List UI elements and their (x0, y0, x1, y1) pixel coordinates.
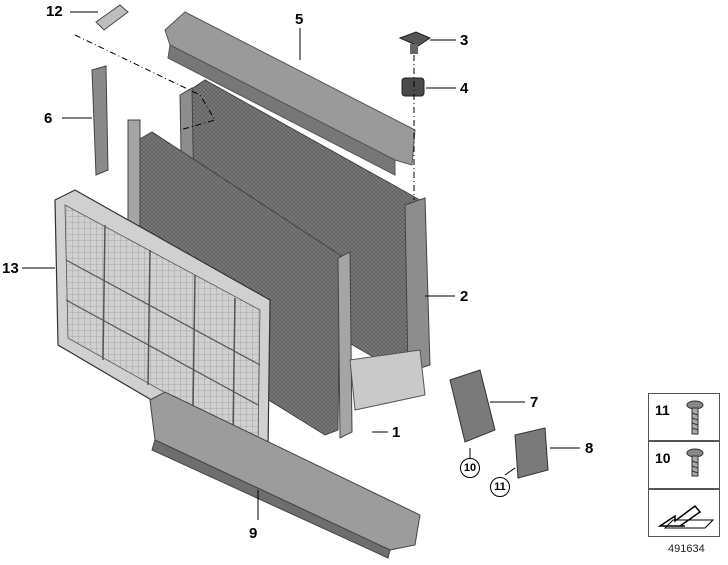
callout-1: 1 (392, 424, 401, 441)
screw-icon (686, 448, 704, 477)
legend-number: 10 (655, 450, 671, 466)
callout-13: 13 (2, 260, 19, 277)
legend-number: 11 (655, 402, 670, 418)
callout-6: 6 (44, 110, 53, 127)
circled-ref-11: 11 (490, 477, 510, 497)
lower-air-duct-part (149, 391, 421, 559)
screw-icon (686, 400, 704, 435)
callout-7: 7 (530, 394, 539, 411)
callout-8: 8 (585, 440, 594, 457)
bracket-part-8 (514, 427, 549, 479)
callout-5: 5 (295, 11, 304, 28)
fitting-part-12 (74, 4, 216, 131)
side-seal-part (91, 65, 109, 176)
leader-lines (22, 11, 580, 520)
callout-12: 12 (46, 3, 63, 20)
circled-ref-10: 10 (460, 458, 480, 478)
front-grille-part (54, 189, 271, 459)
rubber-mount-part-4 (401, 77, 425, 97)
bracket-part-7 (449, 369, 496, 443)
legend-item-10: 10 (648, 441, 720, 489)
callout-3: 3 (460, 32, 469, 49)
callout-4: 4 (460, 80, 469, 97)
callout-2: 2 (460, 288, 469, 305)
document-number: 491634 (668, 543, 705, 555)
legend-item-assembly (648, 489, 720, 537)
callout-9: 9 (249, 525, 258, 542)
bracket-part-3 (398, 31, 432, 54)
upper-air-duct-part (164, 11, 416, 176)
legend-item-11: 11 (648, 393, 720, 441)
assembly-arrow-icon (657, 504, 715, 529)
